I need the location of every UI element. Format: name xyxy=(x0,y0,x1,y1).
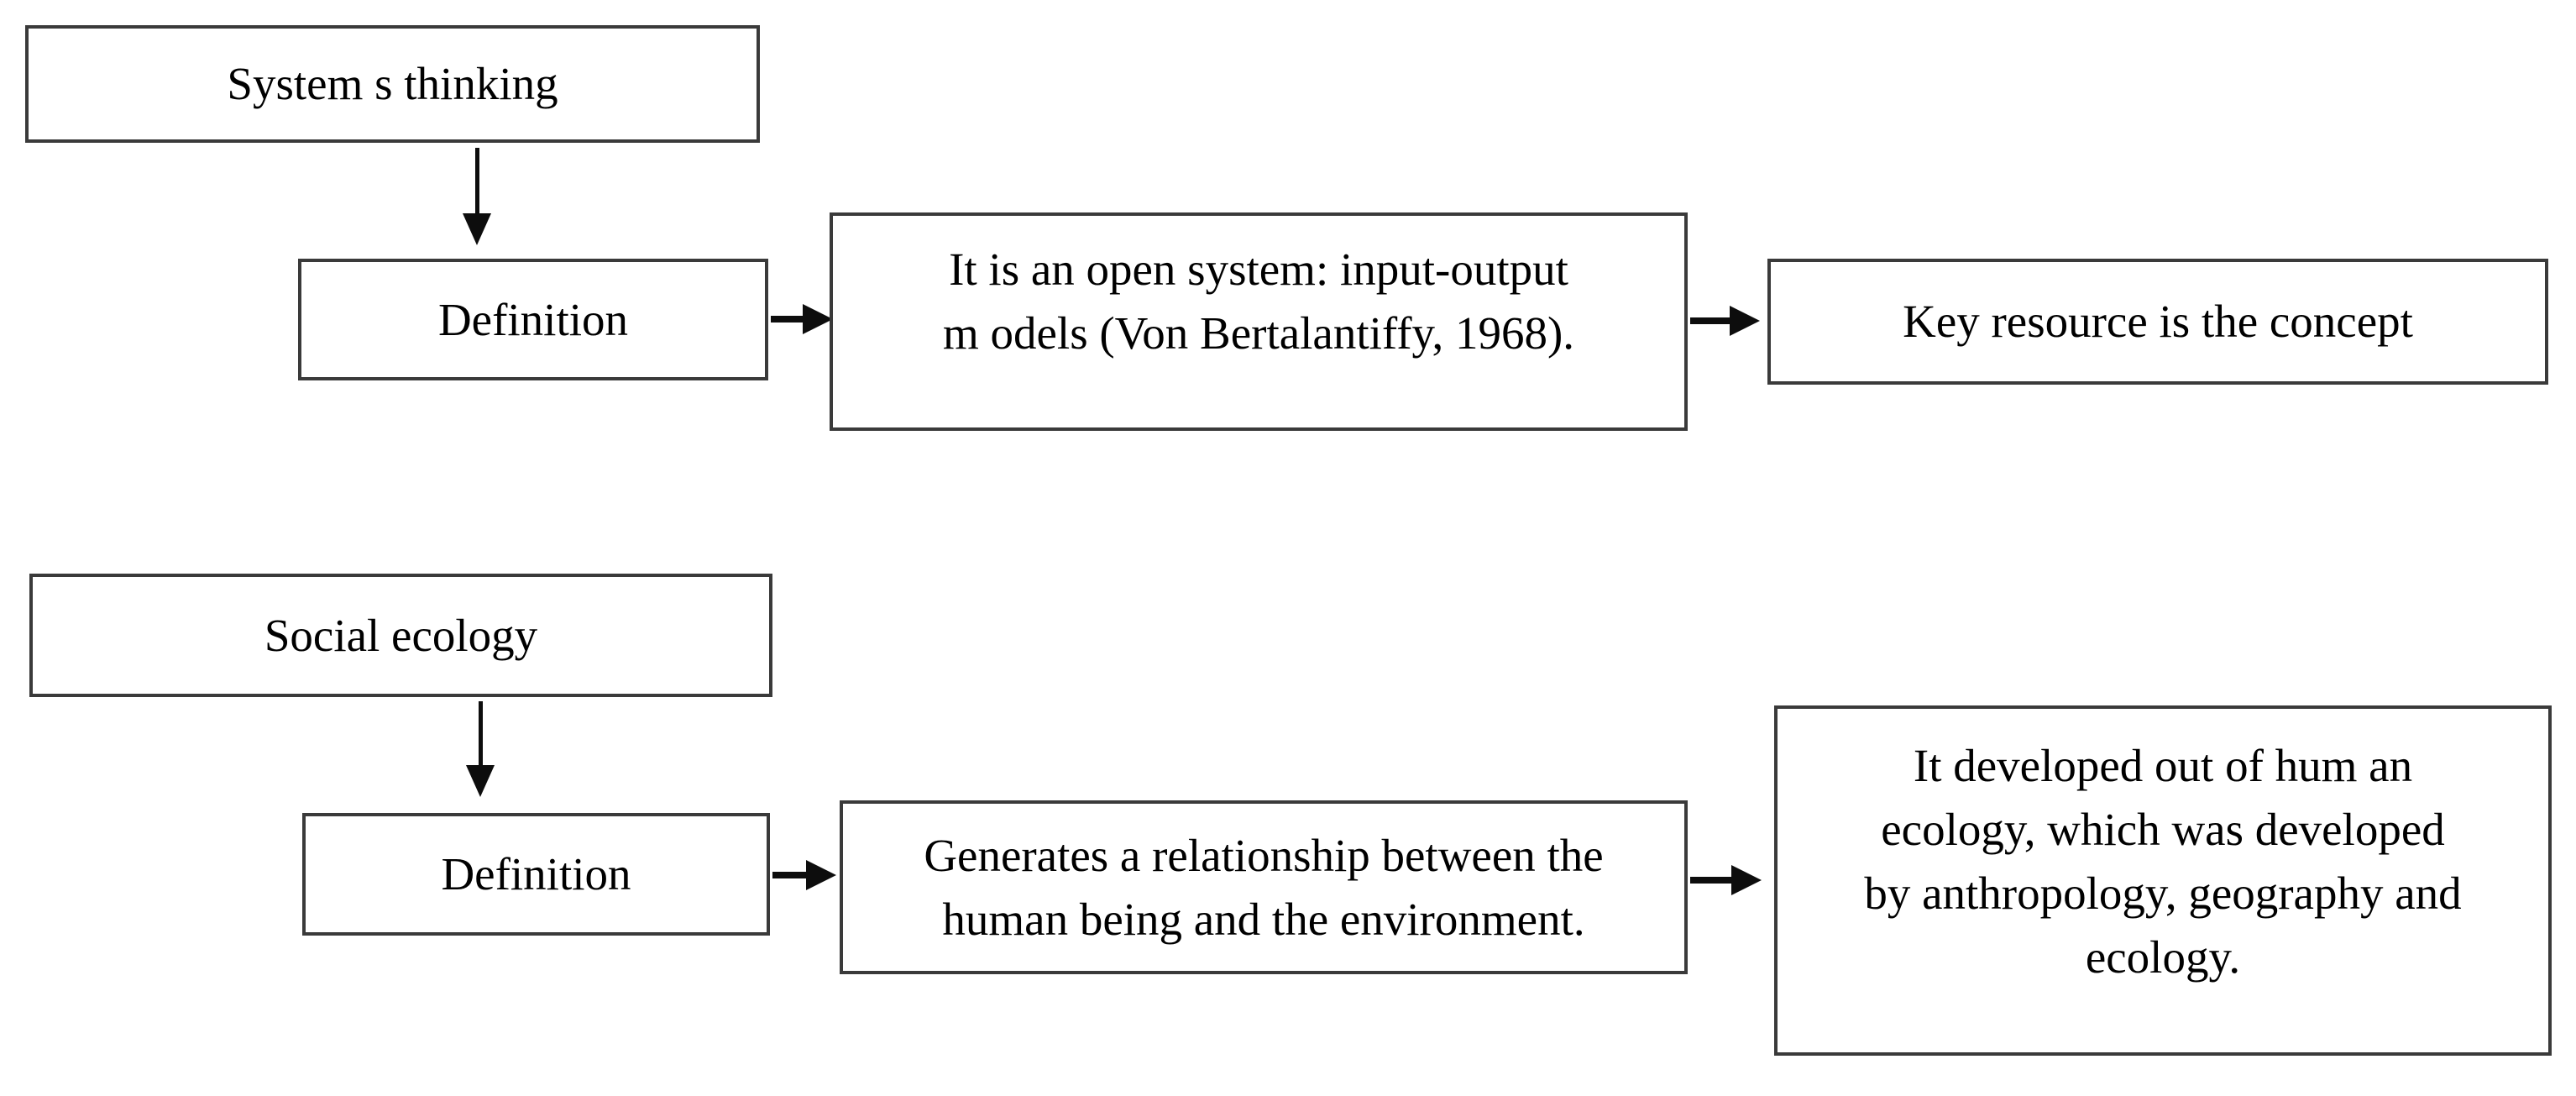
arrow-right-social-2-head-icon xyxy=(1731,865,1762,895)
node-systems-definition: Definition xyxy=(298,259,768,380)
node-systems-thinking: System s thinking xyxy=(25,25,760,143)
description-line: m odels (Von Bertalantiffy, 1968). xyxy=(942,307,1575,359)
node-label: Definition xyxy=(441,848,631,900)
node-systems-key-resource: Key resource is the concept xyxy=(1767,259,2548,385)
node-label: Key resource is the concept xyxy=(1903,296,2413,348)
key-point-line: It developed out of hum an xyxy=(1913,740,2413,791)
arrow-right-systems-1-line xyxy=(771,316,806,323)
arrow-down-systems-head-icon xyxy=(463,213,491,245)
description-line: human being and the environment. xyxy=(942,893,1585,945)
node-social-description: Generates a relationship between the hum… xyxy=(840,800,1688,974)
arrow-right-systems-2-head-icon xyxy=(1730,306,1760,336)
node-social-definition: Definition xyxy=(302,813,770,936)
description-line: Generates a relationship between the xyxy=(924,829,1604,881)
arrow-right-social-1-line xyxy=(772,872,809,878)
description-line: It is an open system: input-output xyxy=(949,244,1568,295)
node-label: System s thinking xyxy=(227,58,558,110)
node-systems-description: It is an open system: input-output m ode… xyxy=(830,212,1688,431)
arrow-down-systems-line xyxy=(475,148,479,215)
node-social-ecology: Social ecology xyxy=(29,574,772,697)
arrow-down-social-head-icon xyxy=(466,765,495,797)
arrow-right-systems-2-line xyxy=(1690,317,1732,324)
key-point-line: ecology, which was developed xyxy=(1881,803,2445,855)
node-label: Social ecology xyxy=(264,609,538,661)
key-point-line: ecology. xyxy=(2085,931,2241,983)
node-social-key-resource: It developed out of hum an ecology, whic… xyxy=(1774,705,2552,1056)
arrow-down-social-line xyxy=(479,701,483,767)
node-label: Definition xyxy=(437,293,629,345)
arrow-right-systems-1-head-icon xyxy=(803,304,833,334)
arrow-right-social-1-head-icon xyxy=(806,860,836,890)
arrow-right-social-2-line xyxy=(1690,877,1734,884)
key-point-line: by anthropology, geography and xyxy=(1864,867,2462,919)
